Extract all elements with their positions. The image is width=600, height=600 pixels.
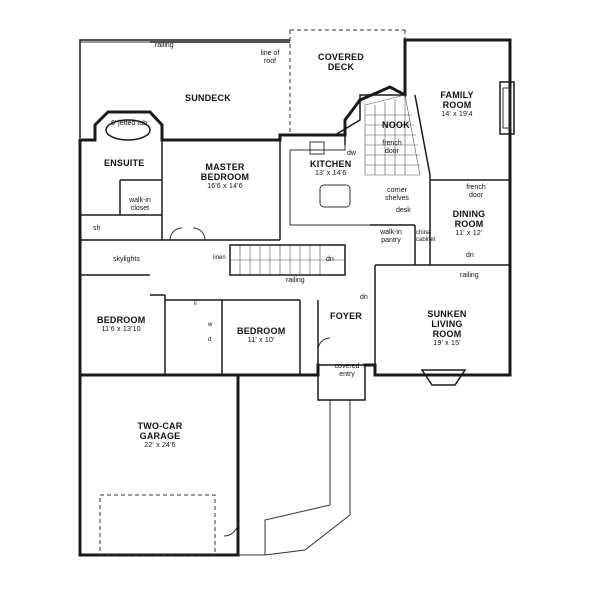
- interior-walls: [80, 94, 510, 375]
- bedroom-mid-dim: 11' x 10': [247, 336, 275, 344]
- note-railing-living: railing: [460, 272, 479, 279]
- garage-dim: 22' x 24'6: [144, 441, 176, 449]
- note-dw: dw: [347, 150, 356, 157]
- room-label-covered-deck: COVERED DECK: [318, 52, 364, 72]
- room-label-ensuite: ENSUITE: [104, 158, 145, 168]
- dining-room-dim: 11' x 12': [455, 229, 483, 237]
- kitchen-dim: 13' x 14'6: [314, 169, 347, 177]
- room-label-nook: NOOK: [382, 120, 410, 130]
- room-label-foyer: FOYER: [330, 311, 363, 321]
- sunken-living-dim: 19' x 15': [433, 339, 461, 347]
- note-china-cabinet: china cabinet: [416, 230, 436, 243]
- note-dryer: d: [208, 337, 212, 343]
- driveway: [238, 364, 366, 556]
- garage-door: [99, 494, 216, 556]
- doors: [169, 227, 331, 537]
- note-dn-stair: dn: [326, 256, 334, 263]
- note-skylights: skylights: [113, 256, 140, 263]
- note-walk-in-pantry: walk-in pantry: [380, 229, 402, 244]
- note-washer: w: [208, 322, 213, 328]
- note-sh: sh: [93, 225, 101, 232]
- note-dn-dining: dn: [466, 252, 474, 259]
- master-bedroom-dim: 16'6 x 14'6: [207, 182, 243, 190]
- stairs: [230, 245, 345, 275]
- nook-tile: [364, 94, 421, 176]
- note-french-door-nook: french door: [382, 140, 402, 155]
- room-label-covered-entry: covered entry: [334, 363, 360, 378]
- bedroom-left-dim: 11'6 x 13'10: [101, 325, 141, 333]
- note-french-door-dining: french door: [466, 184, 486, 199]
- kitchen-counters: [289, 141, 370, 226]
- room-label-sundeck: SUNDECK: [185, 93, 231, 103]
- bathtub-icon: [105, 119, 151, 141]
- sundeck-outline: [79, 29, 406, 138]
- note-line-of-roof: line of roof: [260, 50, 280, 65]
- note-linen-small: li: [194, 301, 197, 307]
- fireplace-family-icon: [499, 81, 515, 135]
- note-desk: desk: [396, 207, 411, 214]
- note-railing-stair: railing: [286, 277, 305, 284]
- note-railing-top: railing: [155, 42, 174, 49]
- note-dn-foyer: dn: [360, 294, 368, 301]
- note-corner-shelves: corner shelves: [385, 187, 409, 202]
- family-room-dim: 14' x 19'4: [441, 110, 473, 118]
- fireplace-living-icon: [420, 369, 467, 386]
- note-walk-in-closet: walk-in closet: [129, 197, 151, 212]
- note-jetted-tub: 6' jetted tub: [111, 120, 147, 127]
- note-linen: linen: [213, 255, 226, 261]
